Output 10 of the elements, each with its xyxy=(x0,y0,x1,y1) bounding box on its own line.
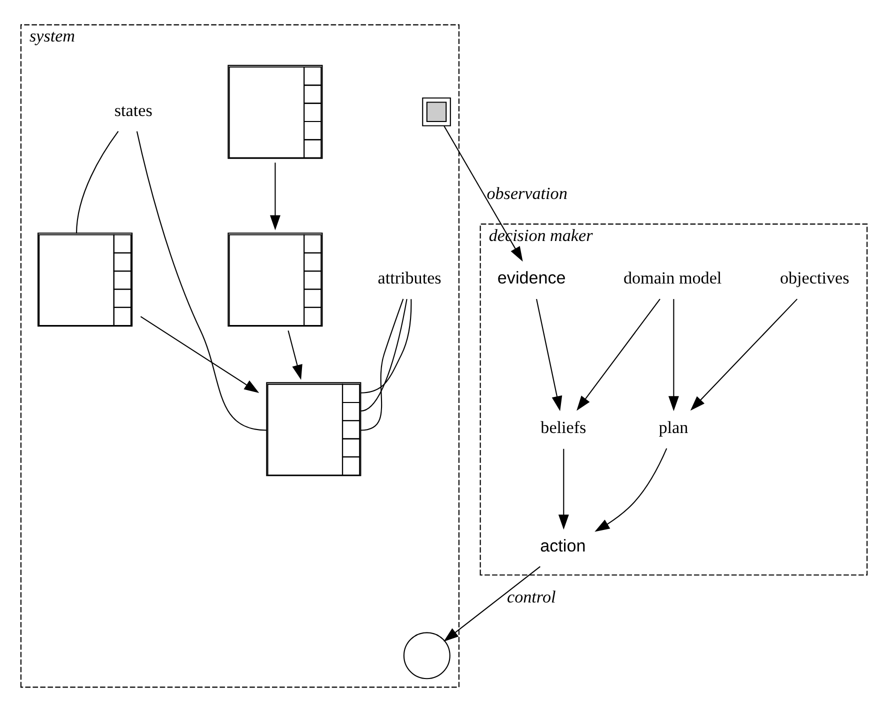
edge-label: control xyxy=(507,587,556,606)
node-text: plan xyxy=(658,418,688,437)
node-text: attributes xyxy=(378,268,442,288)
node-text: beliefs xyxy=(540,418,586,437)
node-text: domain model xyxy=(623,268,722,288)
node-text: objectives xyxy=(780,268,850,288)
node-text: evidence xyxy=(497,268,566,288)
node-text: action xyxy=(540,536,586,555)
node-text: states xyxy=(114,100,152,120)
edge-label: observation xyxy=(486,183,568,202)
